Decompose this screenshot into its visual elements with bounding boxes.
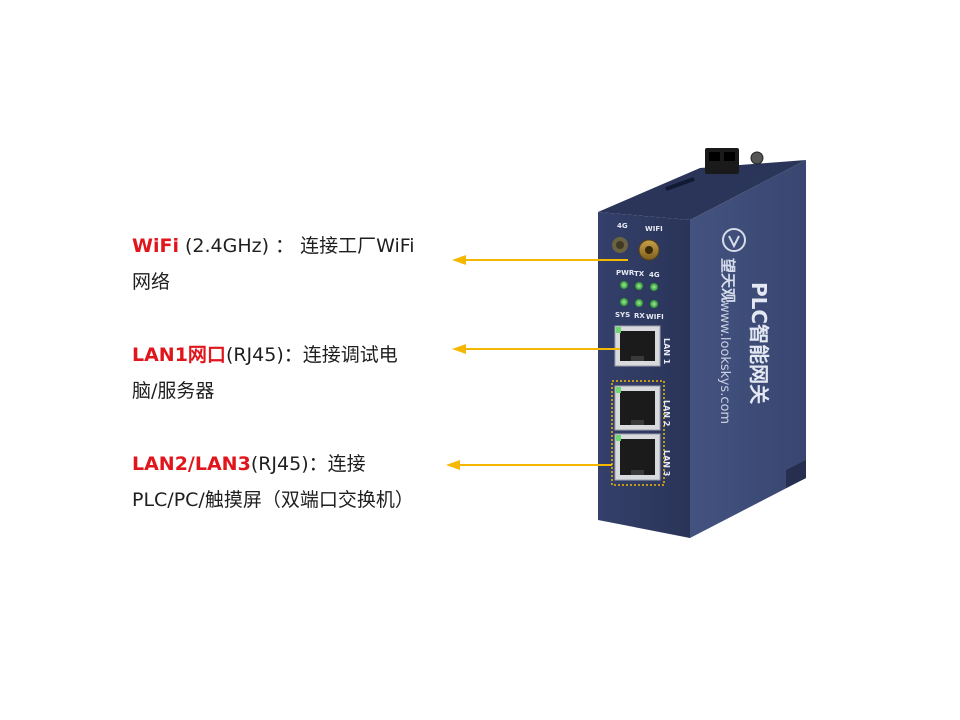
lan1-desc-line2: 脑/服务器	[132, 380, 215, 402]
lan1-port-label: LAN 1	[662, 338, 671, 365]
led-rx	[635, 299, 643, 307]
led-tx	[635, 282, 643, 290]
lan3-port-label: LAN 3	[662, 450, 671, 476]
label-4g-top: 4G	[617, 222, 628, 230]
led-label-wifi: WIFI	[646, 313, 664, 321]
led-label-tx: TX	[634, 270, 645, 278]
lan1-callout: LAN1网口(RJ45)：连接调试电 脑/服务器	[132, 337, 452, 409]
4g-antenna-cap	[612, 237, 628, 253]
din-rail-clip	[786, 460, 806, 488]
lan23-desc-line2: PLC/PC/触摸屏（双端口交换机）	[132, 489, 414, 511]
lan1-port	[614, 325, 661, 367]
led-4g	[650, 283, 658, 291]
led-label-sys: SYS	[615, 311, 630, 319]
led-label-4g: 4G	[649, 271, 660, 279]
led-label-rx: RX	[634, 312, 645, 320]
website-text: www.lookskys.com	[717, 302, 732, 424]
lan2-port	[614, 385, 661, 431]
arrow-lan23	[446, 460, 612, 470]
wifi-antenna-connector	[638, 239, 660, 261]
lan1-desc: (RJ45)：连接调试电	[225, 344, 398, 366]
lan23-desc: (RJ45)：连接	[250, 453, 366, 475]
device-top-face	[598, 160, 806, 220]
led-sys	[620, 298, 628, 306]
sim-slot	[665, 177, 695, 191]
power-terminal	[705, 148, 764, 174]
lan3-port	[614, 433, 661, 481]
brand-logo	[722, 228, 746, 252]
lan23-title: LAN2/LAN3	[132, 453, 251, 475]
device-side-face	[690, 160, 806, 538]
led-pwr	[620, 281, 628, 289]
lan23-callout: LAN2/LAN3(RJ45)：连接 PLC/PC/触摸屏（双端口交换机）	[132, 446, 452, 518]
wifi-desc: (2.4GHz) ： 连接工厂WiFi	[178, 235, 415, 257]
wifi-title: WiFi	[132, 235, 179, 257]
arrow-lan1	[452, 344, 620, 354]
wifi-callout: WiFi (2.4GHz) ： 连接工厂WiFi 网络	[132, 228, 452, 300]
product-name: PLC智能网关	[747, 282, 771, 404]
brand-name: 望天观	[719, 258, 737, 303]
arrow-wifi	[452, 255, 628, 265]
led-label-pwr: PWR	[616, 269, 635, 277]
label-wifi-top: WIFI	[645, 225, 663, 233]
lan23-highlight-box	[611, 380, 665, 486]
led-wifi	[650, 300, 658, 308]
lan2-port-label: LAN 2	[662, 400, 671, 426]
lan1-title: LAN1网口	[132, 344, 226, 366]
wifi-desc-line2: 网络	[132, 271, 171, 293]
